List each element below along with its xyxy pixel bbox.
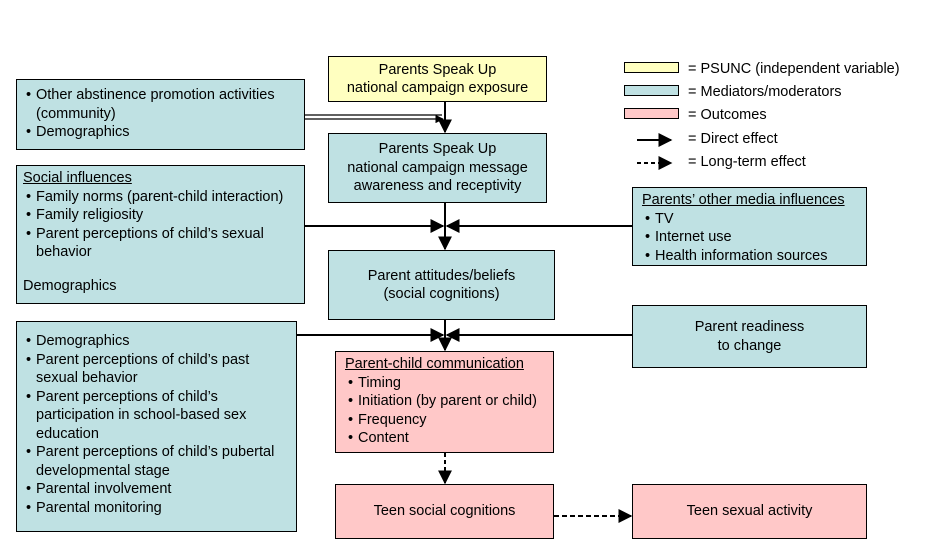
communication-title: Parent-child communication [345,356,524,372]
readiness-line2: to change [717,337,782,354]
psunc-awareness-line2: national campaign message [347,159,528,176]
legend-outcomes-swatch [624,108,679,119]
demographics-item: Parent perceptions of child’s pubertal d… [23,443,286,480]
teen-activity-label: Teen sexual activity [686,503,813,520]
social-influences-title: Social influences [23,170,132,186]
media-influences-item: TV [642,210,860,229]
demographics-item: Parent perceptions of child’s participat… [23,388,286,444]
social-influences-footer: Demographics [23,277,117,294]
social-influences-item: Family religiosity [23,206,298,225]
legend-mediators-label: = Mediators/moderators [688,84,842,100]
readiness-line1: Parent readiness [694,319,805,335]
media-influences-item: Health information sources [642,247,860,266]
psunc-exposure-box: Parents Speak Up national campaign expos… [328,56,547,102]
media-influences-title: Parents’ other media influences [642,192,845,208]
psunc-exposure-line2: national campaign exposure [346,80,529,96]
legend-long-term-label: = Long-term effect [688,154,806,170]
attitudes-box: Parent attitudes/beliefs (social cogniti… [328,250,555,320]
demographics-item: Parental involvement [23,480,286,499]
demographics-box: Demographics Parent perceptions of child… [16,321,297,532]
social-influences-item: Family norms (parent-child interaction) [23,188,298,207]
legend-outcomes-label: = Outcomes [688,107,767,123]
attitudes-line2: (social cognitions) [383,286,500,302]
teen-activity-box: Teen sexual activity [632,484,867,539]
media-influences-item: Internet use [642,228,860,247]
communication-item: Frequency [345,411,547,430]
attitudes-line1: Parent attitudes/beliefs [367,267,516,284]
psunc-awareness-box: Parents Speak Up national campaign messa… [328,133,547,203]
legend-psunc-swatch [624,62,679,73]
communication-item: Timing [345,374,547,393]
communication-item: Content [345,429,547,448]
psunc-awareness-line3: awareness and receptivity [353,178,522,195]
communication-item: Initiation (by parent or child) [345,392,547,411]
demographics-item: Parent perceptions of child’s past sexua… [23,351,286,388]
teen-cognitions-box: Teen social cognitions [335,484,554,539]
readiness-box: Parent readiness to change [632,305,867,368]
teen-cognitions-label: Teen social cognitions [373,503,516,520]
other-activities-item: Other abstinence promotion activities (c… [23,86,298,123]
psunc-awareness-line1: Parents Speak Up [378,141,497,158]
legend-direct-label: = Direct effect [688,131,778,147]
social-influences-item: Parent perceptions of child’s sexual beh… [23,225,298,262]
legend-mediators-swatch [624,85,679,96]
other-activities-box: Other abstinence promotion activities (c… [16,79,305,150]
demographics-item: Demographics [23,332,286,351]
other-activities-item: Demographics [23,123,298,142]
media-influences-box: Parents’ other media influences TV Inter… [632,187,867,266]
communication-box: Parent-child communication Timing Initia… [335,351,554,453]
legend-psunc-label: = PSUNC (independent variable) [688,61,900,77]
demographics-item: Parental monitoring [23,499,286,518]
social-influences-box: Social influences Family norms (parent-c… [16,165,305,304]
psunc-exposure-line1: Parents Speak Up [378,61,497,78]
